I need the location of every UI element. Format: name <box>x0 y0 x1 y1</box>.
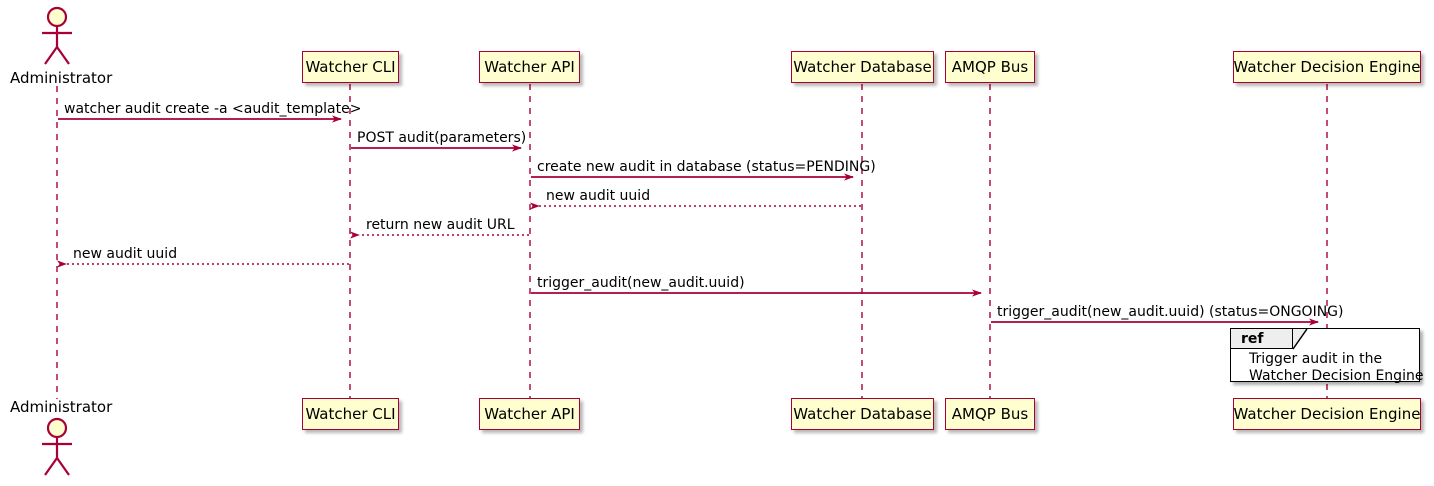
participant-box-watcher-api-top[interactable]: Watcher API <box>479 51 580 83</box>
participant-box-watcher-decision-engine-top[interactable]: Watcher Decision Engine <box>1233 51 1421 83</box>
messages-group <box>57 115 1319 326</box>
message-label-3: create new audit in database (status=PEN… <box>537 159 876 175</box>
participant-box-watcher-database-top[interactable]: Watcher Database <box>791 51 934 83</box>
ref-fragment[interactable]: ref Trigger audit in the Watcher Decisio… <box>1230 328 1424 384</box>
participant-box-amqp-bus-top[interactable]: AMQP Bus <box>945 51 1035 83</box>
lifelines-group <box>56 84 1328 399</box>
message-label-6: new audit uuid <box>73 246 178 262</box>
message-label-8: trigger_audit(new_audit.uuid) (status=ON… <box>997 304 1344 320</box>
message-label-4: new audit uuid <box>546 188 651 204</box>
message-label-2: POST audit(parameters) <box>357 130 527 146</box>
ref-body-line-2: Watcher Decision Engine <box>1249 368 1424 384</box>
actor-label-administrator-bottom: Administrator <box>10 398 113 416</box>
participant-label: Watcher Decision Engine <box>1233 404 1421 423</box>
participant-label: Watcher CLI <box>305 57 396 76</box>
participant-label: Watcher API <box>484 404 575 423</box>
participant-label: Watcher Database <box>793 57 932 76</box>
ref-tab <box>1231 329 1293 349</box>
actor-figure-top <box>42 6 72 65</box>
participant-label: Watcher CLI <box>305 404 396 423</box>
message-label-1: watcher audit create -a <audit_template> <box>64 101 362 117</box>
participant-label: Watcher Decision Engine <box>1233 57 1421 76</box>
participant-label: Watcher Database <box>793 404 932 423</box>
message-label-7: trigger_audit(new_audit.uuid) <box>537 275 745 291</box>
ref-tab-corner-icon <box>1293 329 1308 350</box>
participant-box-watcher-api-bottom[interactable]: Watcher API <box>479 398 580 430</box>
participant-box-watcher-cli-top[interactable]: Watcher CLI <box>302 51 399 83</box>
participant-box-amqp-bus-bottom[interactable]: AMQP Bus <box>945 398 1035 430</box>
participant-box-watcher-cli-bottom[interactable]: Watcher CLI <box>302 398 399 430</box>
ref-body-line-1: Trigger audit in the <box>1249 351 1383 367</box>
participant-label: AMQP Bus <box>951 57 1029 76</box>
message-label-5: return new audit URL <box>366 217 515 233</box>
participant-label: AMQP Bus <box>951 404 1029 423</box>
actor-figure-bottom <box>42 417 72 476</box>
participant-box-watcher-database-bottom[interactable]: Watcher Database <box>791 398 934 430</box>
participant-label: Watcher API <box>484 57 575 76</box>
participant-box-watcher-decision-engine-bottom[interactable]: Watcher Decision Engine <box>1233 398 1421 430</box>
actor-label-administrator-top: Administrator <box>10 69 113 87</box>
ref-tab-label: ref <box>1241 331 1264 347</box>
